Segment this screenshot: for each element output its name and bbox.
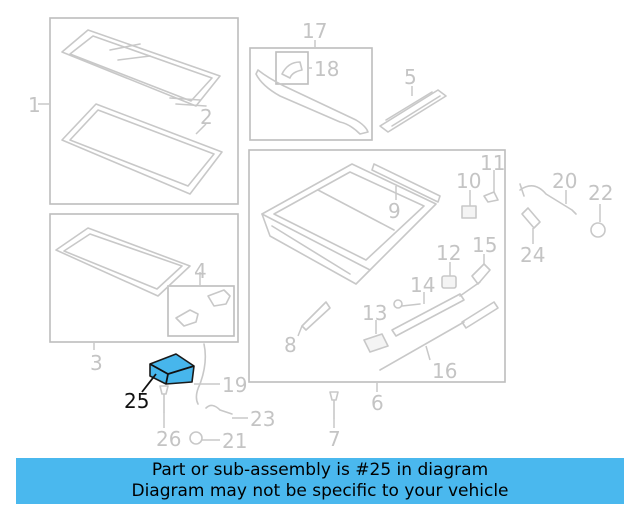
callout-21: 21 — [222, 429, 247, 453]
part-7-screw — [329, 391, 339, 419]
callout-12: 12 — [436, 241, 461, 265]
part-1-sunroof-glass — [61, 29, 221, 107]
part-25-highlighted[interactable] — [149, 353, 195, 385]
callout-24: 24 — [520, 243, 545, 267]
part-6-sunroof-frame — [261, 163, 437, 285]
callout-23: 23 — [250, 407, 275, 431]
callout-1: 1 — [28, 93, 41, 117]
part-15-link — [459, 263, 491, 297]
part-21-grommet — [189, 431, 203, 445]
callout-14: 14 — [410, 273, 435, 297]
part-3-sunshade — [55, 227, 191, 297]
callout-19: 19 — [222, 373, 247, 397]
part-4-handles — [175, 289, 231, 327]
callout-3: 3 — [90, 351, 103, 375]
callout-labels: 1 2 3 4 5 6 7 8 9 10 11 12 13 14 15 16 1… — [28, 19, 613, 453]
callout-20: 20 — [552, 169, 577, 193]
callout-5: 5 — [404, 65, 417, 89]
callout-9: 9 — [388, 199, 401, 223]
callout-10: 10 — [456, 169, 481, 193]
info-banner: Part or sub-assembly is #25 in diagram D… — [16, 458, 624, 504]
leader-lines — [38, 40, 601, 441]
inner-box-18 — [275, 51, 309, 85]
drive-rails — [391, 293, 499, 337]
callout-26: 26 — [156, 427, 181, 451]
callout-8: 8 — [284, 333, 297, 357]
part-9-rail — [371, 163, 441, 203]
callout-16: 16 — [432, 359, 457, 383]
callout-18: 18 — [314, 57, 339, 81]
part-19-drain-hose — [195, 343, 207, 405]
banner-line-1: Part or sub-assembly is #25 in diagram — [151, 460, 489, 480]
part-13-motor — [363, 333, 389, 353]
part-26-screw — [159, 385, 169, 413]
part-24-clip — [521, 207, 541, 229]
part-18-clip — [281, 61, 303, 79]
part-12-block — [441, 275, 457, 289]
callout-25: 25 — [124, 389, 149, 413]
part-5-deflector — [379, 89, 447, 133]
callout-2: 2 — [200, 105, 213, 129]
part-20-drain-hose — [519, 183, 577, 215]
group-box-glass — [49, 17, 239, 205]
callout-4: 4 — [194, 259, 207, 283]
group-box-shade — [49, 213, 239, 343]
callout-6: 6 — [371, 391, 384, 415]
part-14-bolt — [393, 299, 421, 309]
part-22-grommet — [590, 222, 606, 238]
banner-line-2: Diagram may not be specific to your vehi… — [131, 481, 509, 501]
part-11-clip — [483, 191, 499, 203]
callout-11: 11 — [480, 151, 505, 175]
group-box-17 — [249, 47, 373, 141]
part-10-bracket — [461, 205, 477, 219]
callout-15: 15 — [472, 233, 497, 257]
inner-box-4 — [167, 285, 235, 337]
part-17-drain-guide — [255, 69, 369, 135]
part-8-strip — [301, 301, 331, 331]
part-23-hose-end — [205, 404, 233, 415]
part-2-glass-seal — [61, 103, 223, 195]
callout-22: 22 — [588, 181, 613, 205]
callout-7: 7 — [328, 427, 341, 451]
callout-13: 13 — [362, 301, 387, 325]
part-16-cable — [379, 321, 465, 371]
leader-25 — [141, 373, 157, 393]
callout-17: 17 — [302, 19, 327, 43]
